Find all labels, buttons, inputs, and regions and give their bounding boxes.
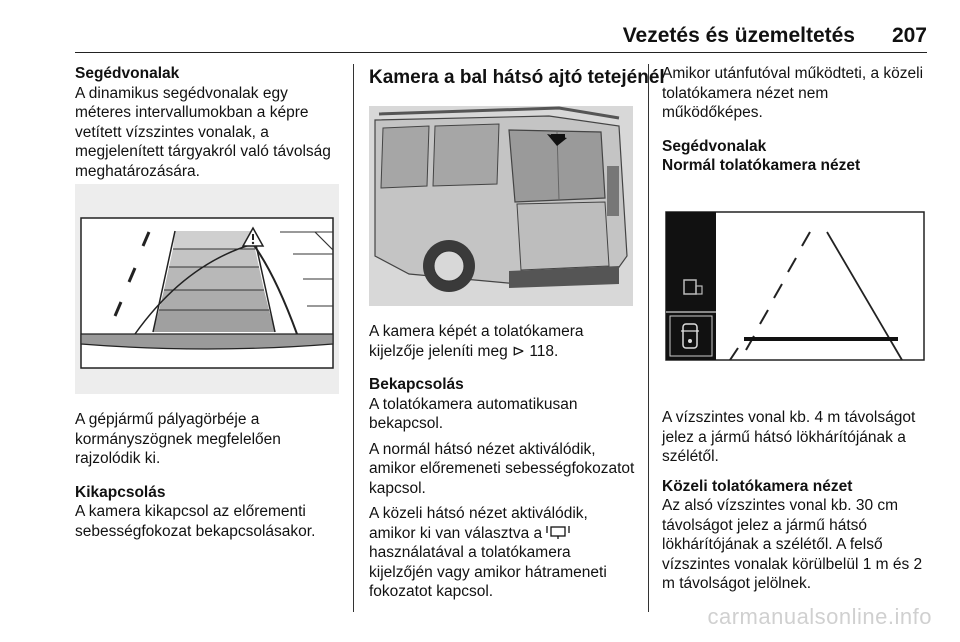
page-ref-arrow: ⊳ — [512, 342, 526, 360]
trailer-text: Amikor utánfutóval működteti, a közeli t… — [662, 65, 924, 121]
normal-view-figure — [662, 188, 930, 388]
watermark: carmanualsonline.info — [707, 604, 932, 629]
deactivation-text: A kamera kikapcsol az előrementi sebessé… — [75, 503, 316, 540]
camera-heading: Kamera a bal hátsó ajtó tetejénél — [369, 67, 665, 88]
camera-view-icon — [546, 525, 571, 539]
heading-close-view: Közeli tolatókamera nézet — [662, 477, 853, 495]
heading-normal-view: Normál tolatókamera nézet — [662, 157, 861, 174]
page-header: Vezetés és üzemeltetés 207 — [75, 14, 927, 53]
column-1: Segédvonalak A dinamikus segédvonalak eg… — [75, 64, 341, 181]
close-view-text: A közeli hátsó nézet aktiválódik, amikor… — [369, 504, 635, 602]
heading-guidelines: Segédvonalak — [75, 65, 180, 82]
column-1-lower: A gépjármű pályagörbéje a kormányszögnek… — [75, 410, 341, 541]
figure-caption: A gépjármű pályagörbéje a kormányszögnek… — [75, 411, 281, 467]
heading-guidelines-2: Segédvonalak — [662, 137, 767, 155]
camera-display-text: A kamera képét a tolatókamera kijelzője … — [369, 322, 635, 361]
column-divider-1 — [353, 64, 354, 612]
page-ref-link[interactable]: 118. — [529, 342, 559, 360]
van-figure — [369, 106, 633, 306]
close-view-description: Az alsó vízszintes vonal kb. 30 cm távol… — [662, 497, 923, 592]
normal-view-text: A normál hátsó nézet aktiválódik, amikor… — [369, 440, 635, 497]
guideline-diagram — [75, 184, 339, 394]
close-view-label: A közeli hátsó nézet aktiválódik, amikor… — [369, 505, 588, 542]
close-view-label-end: használatával a tolatókamera kijelzőjén … — [369, 544, 607, 600]
guidelines-text: A dinamikus segédvonalak egy méteres int… — [75, 84, 331, 180]
column-2-text: A kamera képét a tolatókamera kijelzője … — [369, 322, 635, 602]
column-3-lower: A vízszintes vonal kb. 4 m távolságot je… — [662, 408, 932, 594]
heading-deactivation: Kikapcsolás — [75, 483, 166, 501]
heading-activation: Bekapcsolás — [369, 376, 464, 393]
activation-text: A tolatókamera automatikusan bekapcsol. — [369, 395, 578, 433]
column-3: Amikor utánfutóval működteti, a közeli t… — [662, 64, 932, 176]
column-divider-2 — [648, 64, 649, 612]
page-number: 207 — [891, 24, 927, 47]
van-illustration — [369, 106, 633, 306]
camera-display-label: A kamera képét a tolatókamera kijelzője … — [369, 323, 584, 360]
page-title: Vezetés és üzemeltetés — [622, 24, 855, 47]
column-2-heading: Kamera a bal hátsó ajtó tetejénél — [369, 67, 665, 88]
normal-view-diagram — [662, 188, 930, 388]
guideline-figure — [75, 184, 339, 394]
normal-view-description: A vízszintes vonal kb. 4 m távolságot je… — [662, 409, 916, 465]
